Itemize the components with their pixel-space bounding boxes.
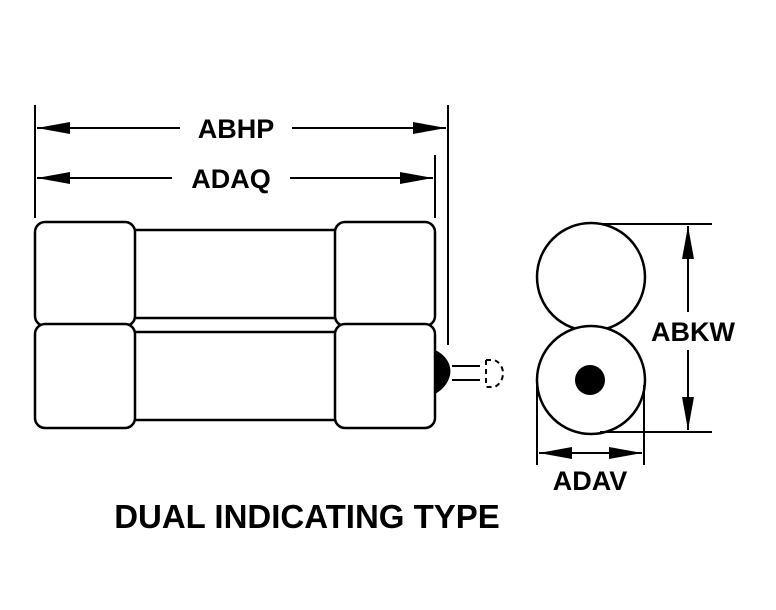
fuse-end-view bbox=[535, 221, 647, 436]
dimension-label-adaq: ADAQ bbox=[191, 164, 271, 194]
extension-lines-left-view bbox=[34, 105, 449, 345]
fuse-side-view bbox=[33, 220, 505, 430]
indicator-pin bbox=[435, 350, 505, 394]
lower-fuse bbox=[33, 322, 437, 430]
dimension-abhp: ABHP bbox=[37, 114, 446, 144]
dimension-adav: ADAV bbox=[536, 385, 645, 496]
diagram-caption: DUAL INDICATING TYPE bbox=[114, 498, 500, 535]
upper-fuse bbox=[33, 220, 437, 328]
dimension-adaq: ADAQ bbox=[37, 164, 433, 194]
dimension-abkw: ABKW bbox=[600, 223, 736, 433]
indicator-dot bbox=[575, 365, 605, 395]
dimension-label-abkw: ABKW bbox=[651, 317, 735, 347]
dimension-label-abhp: ABHP bbox=[198, 114, 275, 144]
dimension-label-adav: ADAV bbox=[553, 466, 628, 496]
upper-fuse-end bbox=[535, 221, 647, 333]
